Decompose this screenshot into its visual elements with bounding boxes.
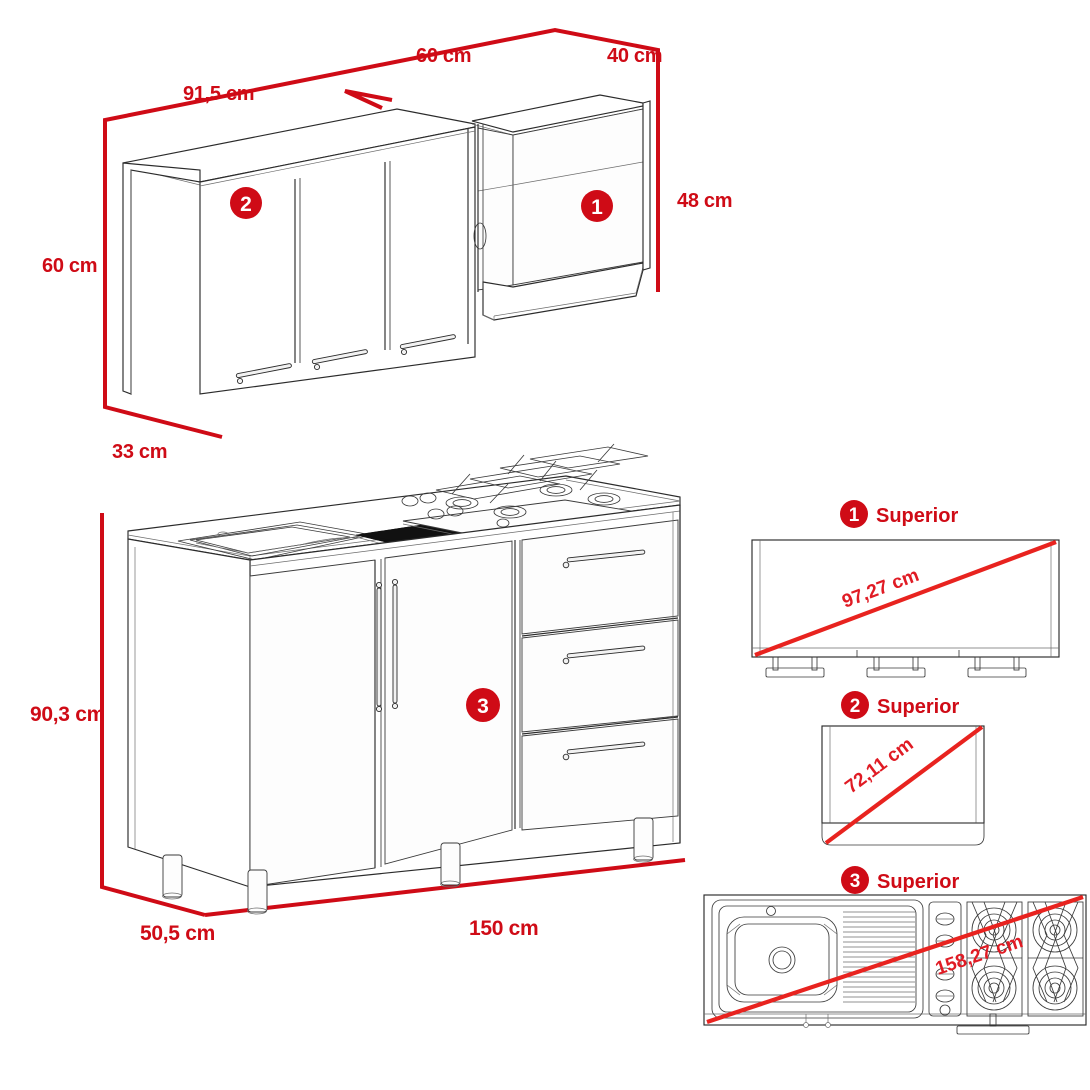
badge-3-number: 3 bbox=[477, 695, 489, 718]
panel-2-diagonal-line bbox=[824, 725, 984, 845]
upper-open-shelf-module bbox=[471, 94, 651, 321]
panel-2-heading: 2 Superior bbox=[841, 691, 959, 719]
label-width-40: 40 cm bbox=[607, 45, 662, 67]
panel-3-diagonal-line bbox=[706, 895, 1084, 1024]
cabinet-legs bbox=[162, 817, 654, 915]
lower-unit-dimension-labels: 90,3 cm 50,5 cm 150 cm bbox=[30, 703, 539, 945]
label-depth-33: 33 cm bbox=[112, 441, 167, 463]
label-width-150: 150 cm bbox=[469, 917, 538, 940]
badge-1-number: 1 bbox=[591, 196, 603, 219]
label-height-903: 90,3 cm bbox=[30, 703, 105, 726]
label-width-60: 60 cm bbox=[416, 45, 471, 67]
upper-unit-dimension-lines bbox=[103, 27, 660, 439]
badge-2-upper-cabinet[interactable]: 2 bbox=[230, 187, 262, 219]
panel-1-badge-number: 1 bbox=[849, 505, 860, 526]
panel-3-label: Superior bbox=[877, 871, 959, 893]
label-height-60: 60 cm bbox=[42, 255, 97, 277]
drawer-stack bbox=[521, 519, 679, 831]
upper-unit-dimension-labels: 91,5 cm 60 cm 40 cm 60 cm 48 cm 33 cm bbox=[42, 45, 733, 463]
panel-1-label: Superior bbox=[876, 505, 958, 527]
door-handles-lower bbox=[375, 578, 399, 713]
panel-1-diagonal-line bbox=[754, 540, 1057, 657]
lower-unit-dimension-lines bbox=[100, 513, 686, 917]
badge-3-lower-cabinet[interactable]: 3 bbox=[466, 688, 500, 722]
panel-3-burners bbox=[956, 901, 1084, 1035]
door-handles bbox=[235, 334, 456, 385]
badge-1-upper-shelf[interactable]: 1 bbox=[581, 190, 613, 222]
panel-1-superior: 1 Superior 97,27 cm bbox=[751, 500, 1060, 678]
label-width-915: 91,5 cm bbox=[183, 83, 254, 105]
panel-3-sink-area bbox=[711, 899, 924, 1028]
badge-2-number: 2 bbox=[240, 193, 252, 216]
panel-2-superior: 2 Superior 72,11 cm bbox=[821, 691, 985, 846]
label-depth-505: 50,5 cm bbox=[140, 922, 215, 945]
panel-3-superior: 3 Superior bbox=[703, 866, 1087, 1035]
upper-wall-cabinet-3-door bbox=[122, 108, 476, 395]
panel-1-brackets bbox=[765, 650, 1027, 678]
panel-3-heading: 3 Superior bbox=[841, 866, 959, 894]
panel-3-badge-number: 3 bbox=[850, 871, 861, 892]
panel-3-drainboard-grooves bbox=[843, 911, 915, 1003]
panel-2-label: Superior bbox=[877, 696, 959, 718]
panel-2-badge-number: 2 bbox=[850, 696, 861, 717]
panel-1-heading: 1 Superior bbox=[840, 500, 958, 528]
lower-base-cabinet bbox=[127, 443, 681, 915]
label-height-48: 48 cm bbox=[677, 190, 732, 212]
